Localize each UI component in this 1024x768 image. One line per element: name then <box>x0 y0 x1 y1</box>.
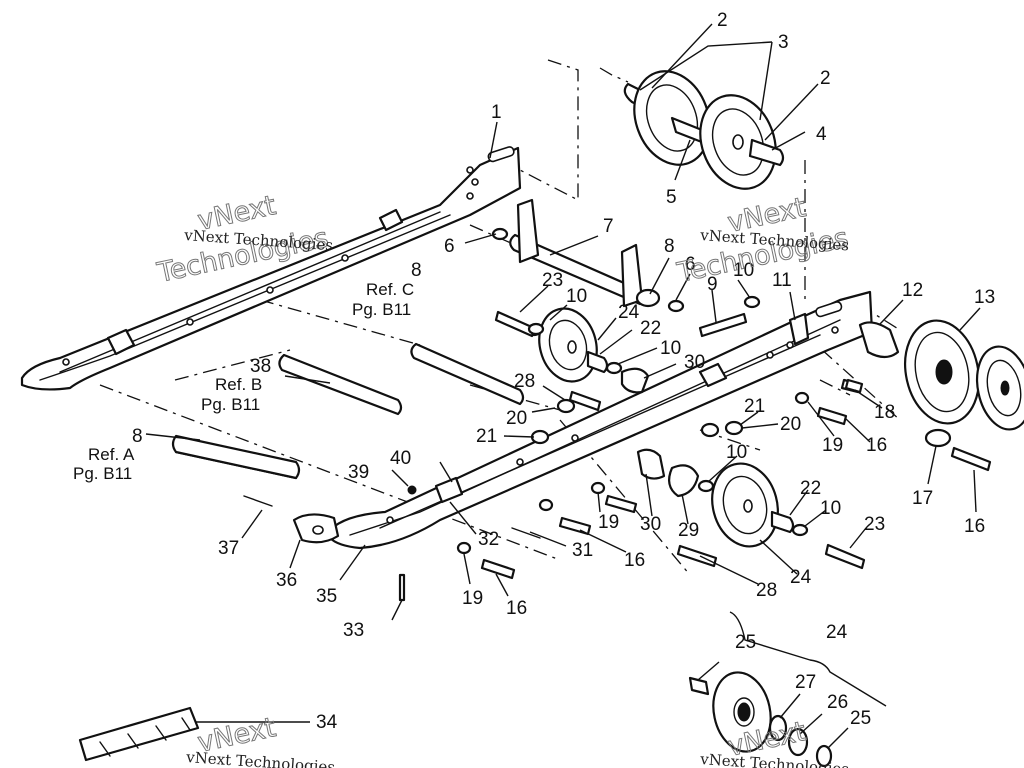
right-rail <box>328 290 874 550</box>
callout-31: 31 <box>572 540 593 561</box>
callout-19-right: 19 <box>822 435 843 456</box>
callout-24-detail: 24 <box>826 622 848 643</box>
callout-36: 36 <box>276 570 297 591</box>
ref-b-line2: Pg. B11 <box>201 395 260 414</box>
track-clip <box>78 706 200 762</box>
callout-32: 32 <box>478 529 499 550</box>
callout-40: 40 <box>390 448 411 469</box>
callout-5: 5 <box>666 187 677 208</box>
callout-21-right: 21 <box>744 396 765 417</box>
callout-23-top: 23 <box>542 270 563 291</box>
callout-28-top: 28 <box>514 371 535 392</box>
callout-13: 13 <box>974 287 995 308</box>
middle-wheel <box>494 307 623 383</box>
callout-12: 12 <box>902 280 923 301</box>
lower-wheel <box>636 448 866 570</box>
callout-10-top: 10 <box>733 260 754 281</box>
ref-c-line1: Ref. C <box>366 280 414 299</box>
callout-25-right: 25 <box>850 708 871 729</box>
callout-10-low2: 10 <box>820 498 841 519</box>
callout-6-left: 6 <box>444 236 455 257</box>
callout-6-right: 6 <box>685 254 696 275</box>
callout-18: 18 <box>874 402 895 423</box>
callout-2-top: 2 <box>717 10 728 31</box>
exploded-wheel-detail <box>688 611 887 768</box>
callout-21-left: 21 <box>476 426 497 447</box>
callout-26: 26 <box>827 692 848 713</box>
callout-8-top: 8 <box>664 236 675 257</box>
rear-idler-assembly <box>840 319 1024 472</box>
callout-7: 7 <box>603 216 614 237</box>
callout-16-mid: 16 <box>624 550 645 571</box>
callout-10-mid: 10 <box>566 286 587 307</box>
callout-11: 11 <box>772 270 792 291</box>
callout-22-low: 22 <box>800 478 821 499</box>
watermark-small-3: vNext Technologies <box>185 748 336 768</box>
callout-9: 9 <box>707 274 718 295</box>
callout-33: 33 <box>343 620 364 641</box>
callout-17: 17 <box>912 488 933 509</box>
top-idler-assembly <box>623 70 785 190</box>
callout-30-low: 30 <box>640 514 661 535</box>
hardware <box>243 227 864 602</box>
callout-10-mid2: 10 <box>660 338 681 359</box>
callout-1: 1 <box>491 102 502 123</box>
callout-2-right: 2 <box>820 68 831 89</box>
callout-8-refC: 8 <box>411 260 422 281</box>
callout-16-low: 16 <box>506 598 527 619</box>
callout-29: 29 <box>678 520 699 541</box>
callout-23-low: 23 <box>864 514 885 535</box>
callout-3: 3 <box>778 32 789 53</box>
callout-37: 37 <box>218 538 239 559</box>
callout-25-left: 25 <box>735 632 756 653</box>
callout-22-mid: 22 <box>640 318 661 339</box>
callout-8-refA: 8 <box>132 426 143 447</box>
leader-lines <box>145 23 981 749</box>
cross-shafts <box>171 198 661 480</box>
callout-16-far-right: 16 <box>964 516 985 537</box>
callout-24-low: 24 <box>790 567 812 588</box>
callout-38: 38 <box>250 356 271 377</box>
callout-20-left: 20 <box>506 408 527 429</box>
left-rail <box>20 146 522 391</box>
callout-39: 39 <box>348 462 369 483</box>
callout-34: 34 <box>316 712 338 733</box>
callout-27: 27 <box>795 672 816 693</box>
callout-10-low: 10 <box>726 442 747 463</box>
callout-24-mid: 24 <box>618 302 640 323</box>
ref-c-line2: Pg. B11 <box>352 300 411 319</box>
callouts: 1 2 3 2 4 5 6 7 8 6 10 9 11 12 13 8 Ref.… <box>73 10 995 733</box>
callout-19-mid: 19 <box>598 512 619 533</box>
ref-a-line2: Pg. B11 <box>73 464 132 483</box>
ref-a-line1: Ref. A <box>88 445 135 464</box>
callout-4: 4 <box>816 124 827 145</box>
callout-30-top: 30 <box>684 352 705 373</box>
callout-35: 35 <box>316 586 337 607</box>
callout-19-low: 19 <box>462 588 483 609</box>
callout-16-right: 16 <box>866 435 887 456</box>
callout-28-low: 28 <box>756 580 777 601</box>
ref-b-line1: Ref. B <box>215 375 262 394</box>
callout-20-right: 20 <box>780 414 801 435</box>
